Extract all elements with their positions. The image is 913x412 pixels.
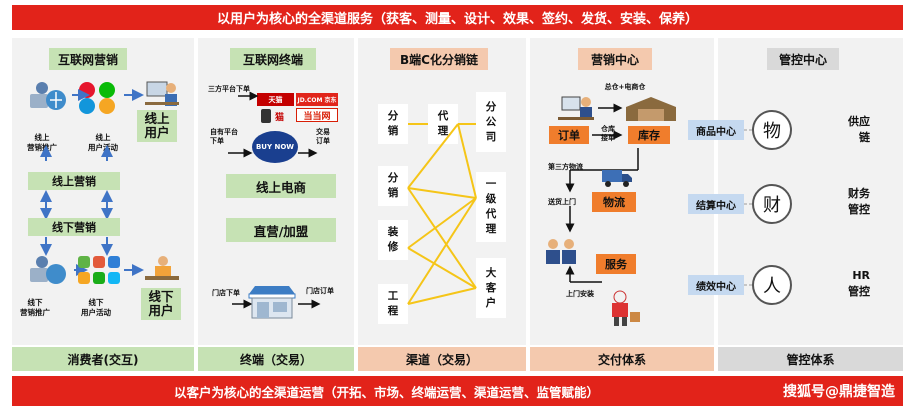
header-consumer: 互联网营销: [49, 48, 127, 70]
box-direct-franchise: 直营/加盟: [226, 218, 336, 242]
offline-user-icon: [145, 256, 179, 280]
arrows-consumer: [40, 89, 144, 276]
label-door-delivery: 送货上门: [548, 198, 576, 206]
channel-left-item-1: 分 销: [378, 104, 408, 144]
center-goods: 商品中心: [688, 120, 744, 140]
watermark: 搜狐号@鼎捷智造: [783, 384, 895, 400]
footer-channel: 渠道（交易）: [358, 347, 526, 371]
store-icon: [248, 286, 296, 319]
top-banner-text: 以用户为核心的全渠道服务（获客、测量、设计、效果、签约、发货、安装、保养）: [216, 12, 698, 27]
box-offline-marketing: 线下营销: [28, 218, 120, 236]
channel-agent: 代 理: [428, 104, 458, 144]
tmall-logo: 天猫: [257, 93, 294, 106]
supply-chain-label: 供应 链: [848, 115, 870, 144]
buy-now-button-icon: BUY NOW: [252, 131, 298, 163]
label-trade-order: 交易 订单: [316, 128, 330, 145]
label-own-platform-order: 自有平台 下单: [210, 128, 238, 145]
arrows-terminal: [228, 91, 321, 309]
channel-left-item-3: 装 修: [378, 220, 408, 260]
box-online-ecommerce: 线上电商: [226, 174, 336, 198]
panel-control: [718, 38, 903, 345]
header-channel: B端C化分销链: [390, 48, 488, 70]
people-circle-icon: 人: [752, 265, 792, 305]
channel-left-item-4: 工 程: [378, 284, 408, 324]
box-inventory: 库存: [628, 126, 670, 144]
installer-icon: [612, 290, 640, 326]
online-marketing-icon: [30, 82, 66, 110]
header-terminal: 互联网终端: [230, 48, 316, 70]
box-online-user: 线上 用户: [137, 110, 177, 142]
label-store-trade-order: 门店订单: [306, 287, 334, 295]
footer-delivery: 交付体系: [530, 347, 714, 371]
label-warehouse-accept: 仓库 接单: [601, 125, 615, 142]
channel-left-item-2: 分 销: [378, 166, 408, 206]
online-user-icon: [145, 81, 179, 106]
offline-activity-icons: [78, 256, 120, 284]
offline-promo-icon: [30, 256, 66, 284]
label-offline-promo: 线下 营销推广: [20, 298, 50, 317]
phone-icon: 猫: [261, 109, 284, 123]
label-store-order: 门店下单: [212, 289, 240, 297]
label-hq-ecom-warehouse: 总仓+电商仓: [604, 83, 646, 91]
label-third-party-logistics: 第三方物流: [548, 163, 583, 171]
goods-circle-icon: 物: [752, 110, 792, 150]
finance-circle-icon: 财: [752, 184, 792, 224]
channel-first-level-agent: 一 级 代 理: [476, 172, 506, 242]
label-offline-activity: 线下 用户活动: [81, 298, 111, 317]
label-door-install: 上门安装: [566, 290, 594, 298]
header-delivery: 营销中心: [578, 48, 652, 70]
center-settlement: 结算中心: [688, 194, 744, 214]
service-people-icon: [546, 239, 576, 264]
computer-user-icon: [558, 96, 594, 120]
center-performance: 绩效中心: [688, 275, 744, 295]
channel-connection-lines: [407, 123, 477, 305]
truck-icon: [602, 170, 632, 187]
finance-control-label: 财务 管控: [848, 187, 870, 216]
hr-control-label: HR 管控: [848, 269, 870, 298]
channel-key-account: 大 客 户: [476, 258, 506, 318]
top-banner: 以用户为核心的全渠道服务（获客、测量、设计、效果、签约、发货、安装、保养）: [12, 5, 903, 30]
box-service: 服务: [596, 254, 636, 274]
jd-logo: JD.COM 京东: [296, 93, 338, 106]
svg-text:猫: 猫: [275, 111, 284, 123]
header-control: 管控中心: [767, 48, 839, 70]
box-offline-user: 线下 用户: [141, 288, 181, 320]
footer-terminal: 终端（交易）: [198, 347, 354, 371]
box-online-marketing: 线上营销: [28, 172, 120, 190]
warehouse-icon: [626, 97, 676, 121]
box-order: 订单: [549, 126, 589, 144]
footer-consumer: 消费者(交互): [12, 347, 194, 371]
bottom-banner: 以客户为核心的全渠道运营（开拓、市场、终端运营、渠道运营、监管赋能） 搜狐号@鼎…: [12, 376, 903, 406]
label-third-party-order: 三方平台下单: [208, 85, 250, 93]
channel-branch-office: 分 公 司: [476, 92, 506, 152]
bottom-banner-text: 以客户为核心的全渠道运营（开拓、市场、终端运营、渠道运营、监管赋能）: [174, 384, 600, 400]
dangdang-logo: 当当网: [296, 108, 338, 122]
box-logistics: 物流: [592, 192, 636, 212]
footer-control: 管控体系: [718, 347, 903, 371]
